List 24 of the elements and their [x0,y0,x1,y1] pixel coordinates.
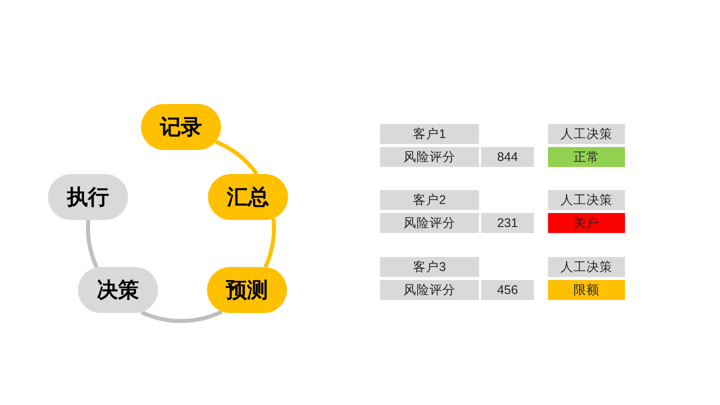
table-cell: 限额 [548,280,625,300]
table-cell: 风险评分 [380,280,479,300]
step-pill: 预测 [207,267,287,313]
table-cell: 231 [481,213,534,233]
table-cell: 844 [481,147,534,167]
table-cell: 客户2 [380,190,479,210]
step-pill: 汇总 [208,174,288,220]
table-cell: 客户3 [380,257,479,277]
table-cell: 人工决策 [548,124,625,144]
connector-arc [86,220,99,268]
table-cell: 456 [481,280,534,300]
table-cell: 人工决策 [548,257,625,277]
step-pill: 执行 [48,174,128,220]
connector-arc [140,310,223,323]
step-pill: 决策 [78,267,158,313]
table-cell: 风险评分 [380,147,479,167]
table-cell: 关户 [548,213,625,233]
connector-arc [214,140,258,176]
step-pill: 记录 [141,104,221,150]
table-cell: 风险评分 [380,213,479,233]
connector-arc [264,218,276,268]
table-cell: 正常 [548,147,625,167]
table-cell: 客户1 [380,124,479,144]
table-cell: 人工决策 [548,190,625,210]
